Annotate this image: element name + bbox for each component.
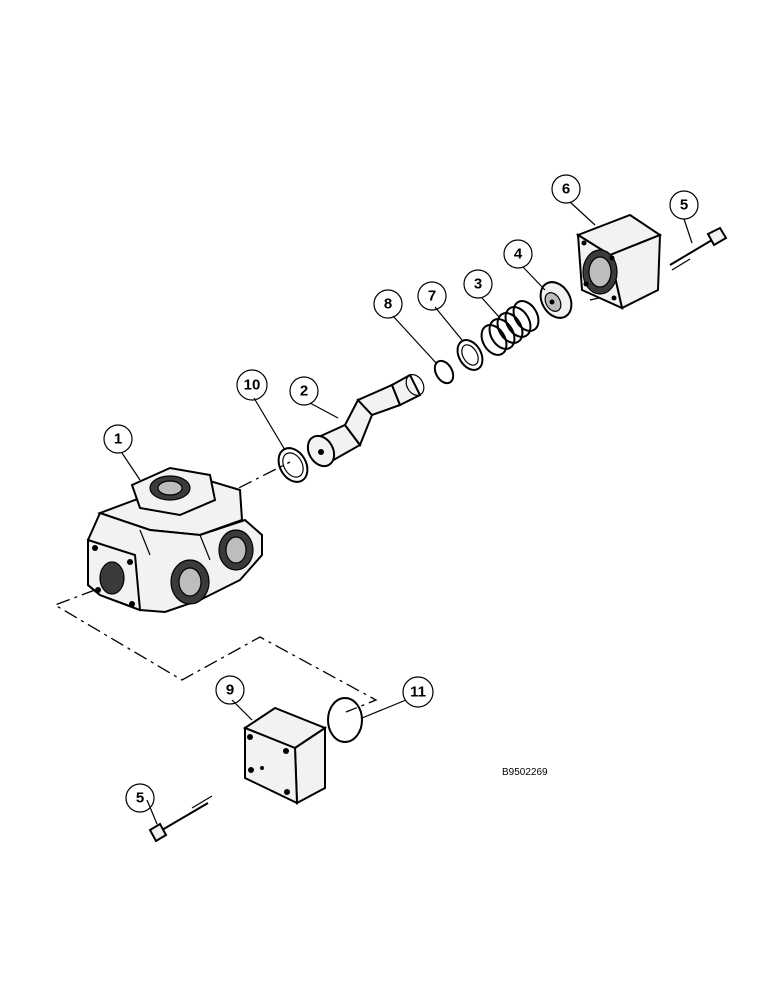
callout-number: 5 xyxy=(136,790,144,807)
callout-5-upper: 5 xyxy=(669,190,699,220)
cap-bolt-lower xyxy=(148,795,213,843)
callout-5-lower: 5 xyxy=(125,783,155,813)
callout-number: 1 xyxy=(114,431,122,448)
callout-7: 7 xyxy=(417,281,447,311)
callout-number: 2 xyxy=(300,383,308,400)
callout-11: 11 xyxy=(402,676,434,708)
callout-number: 5 xyxy=(680,197,688,214)
lower-end-cap xyxy=(242,706,328,805)
valve-body xyxy=(87,466,263,614)
callout-number: 7 xyxy=(428,288,436,305)
callout-10: 10 xyxy=(236,369,268,401)
washer xyxy=(456,339,484,371)
o-ring xyxy=(327,697,363,743)
leader-lines xyxy=(121,201,693,825)
callout-number: 6 xyxy=(562,181,570,198)
callout-number: 10 xyxy=(244,377,261,394)
callout-number: 4 xyxy=(514,246,523,263)
callout-6: 6 xyxy=(551,174,581,204)
callout-9: 9 xyxy=(215,675,245,705)
snap-ring xyxy=(433,359,455,385)
callout-number: 11 xyxy=(410,684,426,701)
end-cap xyxy=(575,213,663,310)
reference-code: B9502269 xyxy=(502,767,548,778)
callout-2: 2 xyxy=(289,376,319,406)
cap-bolt-upper xyxy=(669,226,728,271)
callout-8: 8 xyxy=(373,289,403,319)
spool xyxy=(306,373,425,468)
callout-number: 8 xyxy=(384,296,392,313)
callout-3: 3 xyxy=(463,269,493,299)
callout-number: 9 xyxy=(226,682,234,699)
callout-1: 1 xyxy=(103,424,133,454)
spring-seat xyxy=(539,281,573,319)
spring xyxy=(480,300,540,356)
callout-number: 3 xyxy=(474,276,482,293)
callout-4: 4 xyxy=(503,239,533,269)
